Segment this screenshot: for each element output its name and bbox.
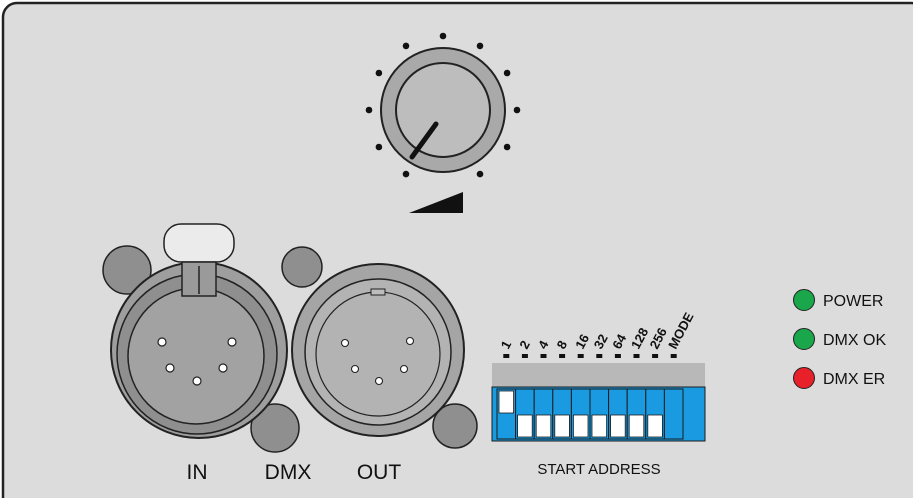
volume-ramp-icon	[409, 192, 463, 213]
led-label: DMX ER	[823, 371, 885, 388]
dip-label: 16	[572, 332, 592, 352]
dip-label-tick	[559, 354, 566, 358]
dip-slider	[647, 414, 663, 438]
out-pin	[350, 364, 360, 374]
dip-slider	[498, 390, 515, 414]
out-connector-face	[315, 291, 441, 417]
in-pin	[218, 363, 228, 373]
in-pin	[157, 337, 167, 347]
out-label: OUT	[357, 461, 402, 484]
out-key-notch	[370, 288, 386, 296]
dip-slider	[628, 414, 645, 438]
led-power	[793, 289, 815, 311]
led-dmx-er	[793, 367, 815, 389]
dip-switch-top-band	[492, 363, 705, 387]
status-leds: POWER DMX OK DMX ER	[793, 289, 886, 389]
out-pin	[405, 336, 415, 346]
dip-slider	[573, 414, 589, 438]
in-pin	[192, 376, 202, 386]
led-dmx-ok	[793, 328, 815, 350]
dip-switch-mode[interactable]	[663, 388, 684, 440]
knob-pointer	[409, 121, 439, 160]
led-label: DMX OK	[823, 332, 886, 349]
out-pin	[374, 376, 384, 386]
in-pin	[165, 363, 175, 373]
knob-scale-dot	[375, 69, 383, 77]
dip-label-tick	[652, 354, 659, 358]
dip-label-tick	[521, 354, 528, 358]
dip-slider	[535, 414, 552, 438]
knob-scale-dot	[375, 143, 383, 151]
knob-scale-dot	[513, 106, 521, 114]
knob-scale-dot	[402, 42, 410, 50]
dip-slider	[517, 414, 533, 438]
in-pin	[227, 337, 237, 347]
out-mount-hole-top	[281, 246, 323, 288]
knob-scale-dots	[365, 32, 521, 178]
knob-scale-dot	[476, 170, 484, 178]
dip-label-tick	[633, 354, 640, 358]
in-mount-hole-bottom	[250, 403, 300, 453]
level-knob[interactable]	[365, 32, 521, 178]
in-label: IN	[187, 461, 208, 484]
dip-label-tick	[614, 354, 621, 358]
out-mount-hole-bottom	[432, 403, 478, 449]
out-pin	[399, 364, 409, 374]
dip-label-tick	[540, 354, 547, 358]
in-latch-tab[interactable]	[163, 223, 235, 263]
knob-scale-dot	[439, 32, 447, 40]
knob-scale-dot	[503, 143, 511, 151]
dmx-label: DMX	[265, 461, 312, 484]
out-pin	[340, 338, 350, 348]
led-label: POWER	[823, 293, 883, 310]
knob-scale-dot	[402, 170, 410, 178]
dip-slider	[554, 414, 570, 438]
knob-scale-dot	[476, 42, 484, 50]
dmx-out-connector[interactable]	[281, 246, 478, 449]
in-connector-face	[127, 287, 265, 425]
dip-label-tick	[670, 354, 677, 358]
dip-label-tick	[596, 354, 603, 358]
knob-scale-dot	[365, 106, 373, 114]
knob-cap	[395, 62, 491, 158]
dip-label-tick	[503, 354, 510, 358]
dmx-in-connector[interactable]	[102, 223, 300, 453]
dip-slider	[591, 414, 608, 438]
knob-scale-dot	[503, 69, 511, 77]
start-address-label: START ADDRESS	[537, 461, 660, 478]
dip-label: 32	[591, 332, 611, 352]
dip-slider	[610, 414, 626, 438]
dip-label-tick	[577, 354, 584, 358]
in-mount-hole-top	[102, 245, 152, 295]
